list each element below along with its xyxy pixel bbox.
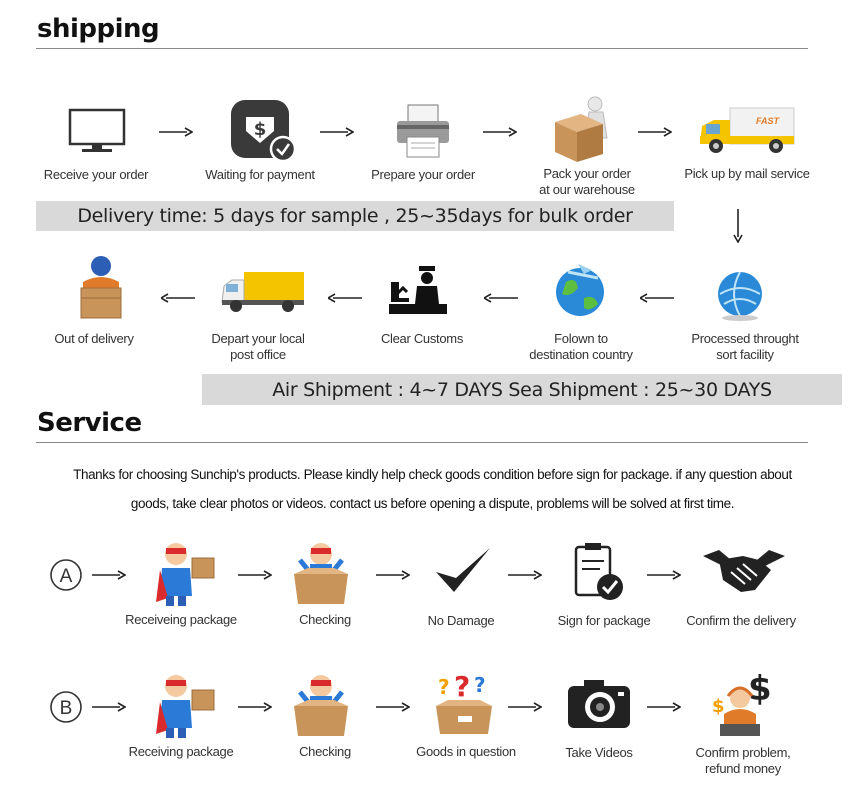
printer-icon [397,104,449,158]
checkmark-icon [436,548,490,592]
row-a-step-no-damage: No Damage [427,613,495,628]
step-clear-customs: Clear Customs [380,331,464,346]
delivery-truck-icon [221,272,304,312]
row-b-step-receiving: Receiving package [128,744,234,759]
arrow-right-icon [647,702,681,712]
hero-checking-icon [294,675,348,736]
arrow-right-icon [647,570,681,580]
step-pack-order: Pack your order at our warehouse [539,166,635,197]
shipment-time-band: Air Shipment : 4~7 DAYS Sea Shipment : 2… [202,374,842,405]
sort-facility-globe-icon [718,271,762,321]
row-a-step-confirm: Confirm the delivery [686,613,796,628]
step-prepare-order: Prepare your order [371,167,475,182]
service-divider [36,442,808,443]
arrow-right-icon [376,702,410,712]
step-pickup-mail: Pick up by mail service [684,166,810,181]
arrow-right-icon [92,570,126,580]
arrow-right-icon [638,127,672,137]
step-sort-facility: Processed throught sort facility [691,331,799,362]
step-waiting-payment: Waiting for payment [205,167,315,182]
svg-text:FAST: FAST [756,116,781,126]
arrow-left-icon [328,293,362,303]
marker-a-text: A [60,566,73,587]
row-a-step-checking: Checking [299,612,351,627]
mail-truck-icon: FAST [700,107,795,153]
arrow-right-icon [376,570,410,580]
svg-text:$: $ [748,669,772,709]
globe-plane-icon [556,264,604,316]
customs-officer-icon [389,266,447,314]
handshake-icon [703,550,785,592]
svg-text:$: $ [254,119,267,140]
row-a-step-receiving: Receiveing package [125,612,237,627]
hero-receiving-icon [156,543,215,606]
arrow-right-icon [92,702,126,712]
hero-receiving-icon [156,675,215,738]
step-depart-post-office: Depart your local post office [211,331,305,362]
arrow-left-icon [161,293,195,303]
step-receive-order: Receive your order [43,167,149,182]
hero-checking-icon [294,543,348,604]
svg-text:$: $ [712,696,725,717]
row-a-step-sign: Sign for package [557,613,651,628]
arrow-right-icon [320,127,354,137]
courier-box-icon [80,256,122,319]
monitor-icon [68,108,126,152]
question-box-icon: ? ? ? [436,672,492,734]
arrow-left-icon [484,293,518,303]
circle-a-marker: A [50,559,82,591]
step-out-of-delivery: Out of delivery [54,331,134,346]
service-note-line2: goods, take clear photos or videos. cont… [130,496,735,511]
camera-icon [568,680,630,728]
step-follow-destination: Folown to destination country [529,331,633,362]
arrow-right-icon [483,127,517,137]
arrow-right-icon [508,702,542,712]
arrow-right-icon [238,570,272,580]
arrow-right-icon [238,702,272,712]
shipping-title: shipping [37,14,160,44]
arrow-down-icon [733,209,743,243]
service-title: Service [37,408,142,438]
pack-box-icon [555,96,608,162]
row-b-step-take-videos: Take Videos [565,745,633,760]
marker-b-text: B [60,698,73,719]
arrow-right-icon [508,570,542,580]
delivery-time-band: Delivery time: 5 days for sample , 25~35… [36,201,674,231]
sign-clipboard-icon [574,543,623,600]
row-b-step-goods-question: Goods in question [416,744,516,759]
refund-support-icon: $ $ [712,669,772,736]
svg-text:?: ? [474,673,486,697]
shipping-divider [36,48,808,49]
service-note-line1: Thanks for choosing Sunchip's products. … [73,467,792,482]
arrow-left-icon [640,293,674,303]
arrow-right-icon [159,127,193,137]
row-b-step-checking: Checking [299,744,351,759]
circle-b-marker: B [50,691,82,723]
payment-icon: $ [231,100,297,163]
svg-text:?: ? [438,675,450,699]
svg-text:?: ? [454,672,470,703]
row-b-step-confirm-refund: Confirm problem, refund money [695,745,791,776]
